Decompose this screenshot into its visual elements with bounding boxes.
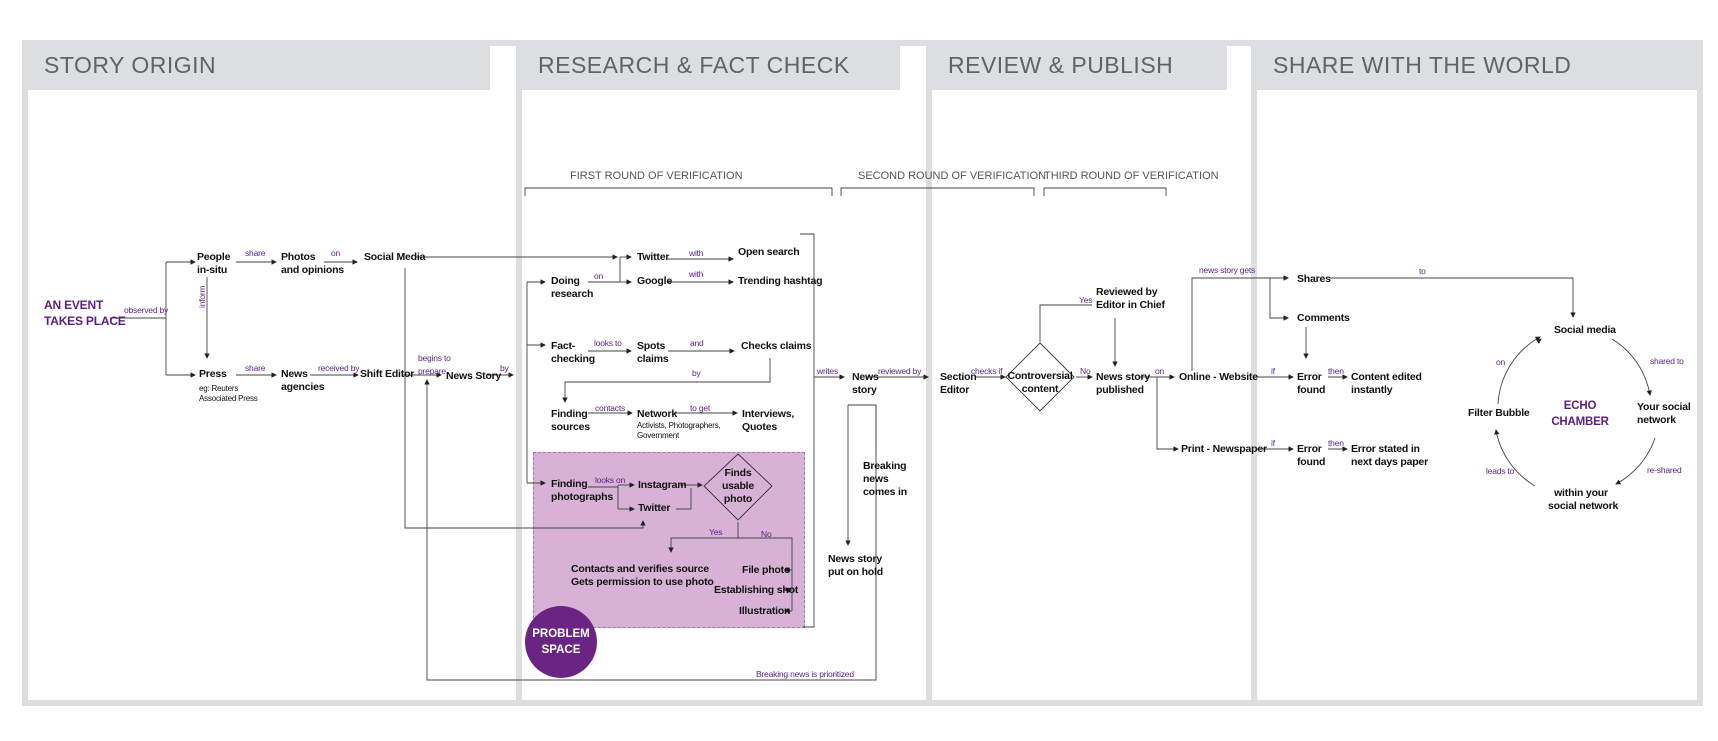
edge-if-2: if bbox=[1271, 438, 1275, 448]
shift-editor-node: Shift Editor bbox=[360, 368, 415, 380]
twitter-photo-node: Twitter bbox=[638, 502, 671, 514]
social-media-node: Social Media bbox=[364, 251, 426, 263]
edge-looks-on: looks on bbox=[595, 475, 626, 485]
press-node: Press bbox=[199, 368, 227, 380]
twitter-node: Twitter bbox=[637, 251, 670, 263]
edge-on-review: on bbox=[1155, 366, 1165, 376]
edge-checks-if: checks if bbox=[971, 366, 1003, 376]
edge-on-echo: on bbox=[1496, 357, 1506, 367]
edge-share-2: share bbox=[245, 363, 266, 373]
file-photo-node: File photo bbox=[742, 564, 791, 576]
fact-checking-node: Fact-checking bbox=[551, 340, 595, 365]
checks-claims-node: Checks claims bbox=[741, 340, 812, 352]
edge-on-1: on bbox=[331, 248, 341, 258]
round-second-label: SECOND ROUND OF VERIFICATION bbox=[858, 170, 1047, 182]
edge-with-1: with bbox=[689, 248, 704, 258]
section-title-review: REVIEW & PUBLISH bbox=[926, 40, 1227, 90]
finds-usable-photo-diamond bbox=[703, 453, 773, 521]
edge-news-story-gets: news story gets bbox=[1199, 265, 1256, 275]
edge-if-1: if bbox=[1271, 366, 1275, 376]
edge-then-1: then bbox=[1328, 366, 1344, 376]
google-node: Google bbox=[637, 275, 672, 287]
filter-bubble-node: Filter Bubble bbox=[1468, 407, 1530, 419]
edge-no-controversial: No bbox=[1080, 366, 1091, 376]
open-search-node: Open search bbox=[738, 246, 800, 258]
section-title-story-origin: STORY ORIGIN bbox=[22, 40, 490, 90]
round-third-label: THIRD ROUND OF VERIFICATION bbox=[1044, 170, 1219, 182]
network-examples: Activists, Photographers,Government bbox=[637, 421, 721, 440]
echo-social-media-node: Social media bbox=[1554, 324, 1616, 336]
edge-received-by: received by bbox=[318, 363, 360, 373]
edge-breaking-news-prioritized: Breaking news is prioritized bbox=[756, 669, 854, 679]
edge-leads-to: leads to bbox=[1486, 466, 1515, 476]
instagram-node: Instagram bbox=[638, 479, 687, 491]
edge-to-get: to get bbox=[690, 403, 711, 413]
edge-yes-controversial: Yes bbox=[1079, 295, 1093, 305]
edge-looks-to: looks to bbox=[594, 338, 622, 348]
edge-share-1: share bbox=[245, 248, 266, 258]
panel-share bbox=[1251, 40, 1703, 706]
edge-by-research: by bbox=[692, 368, 701, 378]
panel-review bbox=[926, 40, 1257, 706]
section-title-share: SHARE WITH THE WORLD bbox=[1251, 40, 1703, 90]
edge-no-photo: No bbox=[761, 529, 772, 539]
edge-reviewed-by: reviewed by bbox=[878, 366, 922, 376]
shares-node: Shares bbox=[1297, 273, 1331, 285]
section-title-research: RESEARCH & FACT CHECK bbox=[516, 40, 900, 90]
edge-shared-to: shared to bbox=[1650, 356, 1684, 366]
edge-to: to bbox=[1419, 266, 1426, 276]
trending-hashtag-node: Trending hashtag bbox=[738, 275, 823, 287]
print-newspaper-node: Print - Newspaper bbox=[1181, 443, 1267, 455]
comments-node: Comments bbox=[1297, 312, 1350, 324]
controversial-content-diamond bbox=[1005, 342, 1075, 412]
edge-and: and bbox=[690, 338, 704, 348]
edge-writes: writes bbox=[817, 366, 838, 376]
interviews-quotes-node: Interviews,Quotes bbox=[742, 408, 795, 433]
illustration-node: Illustration bbox=[739, 605, 791, 617]
edge-reshared: re-shared bbox=[1647, 465, 1682, 475]
news-story-node-origin: News Story bbox=[446, 370, 502, 382]
edge-observed-by: observed by bbox=[124, 305, 169, 315]
edge-contacts: contacts bbox=[595, 403, 626, 413]
edge-on-research: on bbox=[594, 271, 604, 281]
edge-yes-photo: Yes bbox=[709, 527, 723, 537]
round-first-label: FIRST ROUND OF VERIFICATION bbox=[570, 170, 743, 182]
establishing-shot-node: Establishing shot bbox=[714, 584, 799, 596]
edge-inform: inform bbox=[197, 285, 207, 308]
online-website-node: Online - Website bbox=[1179, 371, 1258, 383]
edge-by: by bbox=[500, 363, 509, 373]
network-node: Network bbox=[637, 408, 678, 420]
edge-with-2: with bbox=[689, 269, 704, 279]
edge-then-2: then bbox=[1328, 438, 1344, 448]
